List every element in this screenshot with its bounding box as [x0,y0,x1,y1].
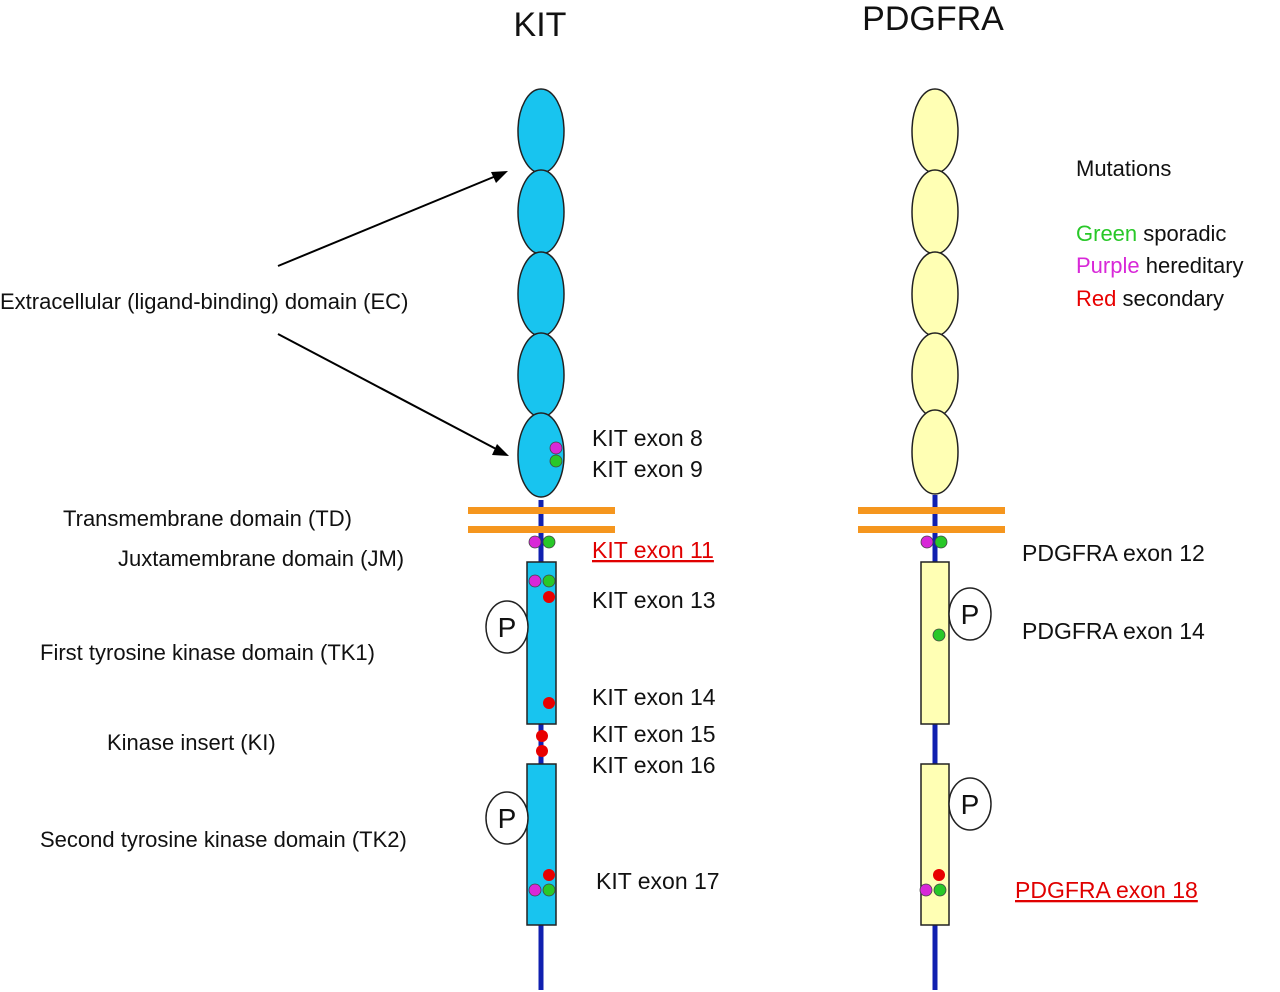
ec-arrows [277,171,509,456]
kit-exon16-label: KIT exon 16 [592,752,716,778]
mutations-legend: Mutations Green sporadic Purple heredita… [1076,156,1244,311]
kit-exon11-sporadic-dot [542,535,556,549]
pdgfra-membrane-upper [858,507,1005,514]
ec-arrow-upper [277,175,497,267]
kit-exon15-label: KIT exon 15 [592,721,716,747]
kit-exon9-sporadic-dot [549,454,563,468]
pdgfra-ec-lobe-3 [911,251,959,337]
legend-color-word: Green [1076,221,1137,246]
ec-arrow-lower-head [492,444,509,456]
ec-arrow-lower [277,333,499,451]
kit-tk1-phospho-circle [485,600,529,654]
kit-tk2-phospho-label: P [498,803,517,834]
kit-exon13-sporadic-dot [542,574,556,588]
pdgfra-ec-lobe-2 [911,169,959,255]
kit-exon8-hereditary-dot [549,441,563,455]
pdgfra-exon14-sporadic-dot [932,628,946,642]
legend-meaning: sporadic [1143,221,1226,246]
pdgfra-ec-lobe-1 [911,88,959,174]
pdgfra-tk1-phospho-label: P [961,599,980,630]
kit-tk1-box [526,561,557,725]
pdgfra-receptor: P P [858,88,1005,990]
legend-color-word: Purple [1076,253,1140,278]
pdgfra-ec-lobe-4 [911,332,959,418]
pdgfra-tk2-phospho-label: P [961,789,980,820]
pdgfra-title: PDGFRA [862,0,1004,38]
kit-exon14-label: KIT exon 14 [592,684,716,710]
pdgfra-exon14-label: PDGFRA exon 14 [1022,618,1205,644]
kit-ec-lobe-5 [517,412,565,498]
kit-exon17-sporadic-dot [542,883,556,897]
kit-exon9-label: KIT exon 9 [592,456,703,482]
legend-color-word: Red [1076,286,1116,311]
tk2-domain-label: Second tyrosine kinase domain (TK2) [40,827,407,852]
kit-ec-lobe-4 [517,332,565,418]
kit-tk2-phospho-circle [485,791,529,845]
tk1-domain-label: First tyrosine kinase domain (TK1) [40,640,375,665]
kit-exon13-label: KIT exon 13 [592,587,716,613]
kit-exon13-secondary-dot [543,591,555,603]
pdgfra-tk1-box [920,561,950,725]
ec-arrow-upper-head [491,171,508,183]
kit-ec-lobe-2 [517,169,565,255]
kit-ec-lobe-3 [517,251,565,337]
pdgfra-exon18-label: PDGFRA exon 18 [1015,877,1198,903]
pdgfra-exon18-hereditary-dot [919,883,933,897]
legend-title: Mutations [1076,156,1171,181]
kit-exon11-label: KIT exon 11 [592,537,714,563]
kit-exon15-secondary-dot [536,730,548,742]
pdgfra-exon18-sporadic-dot [933,883,947,897]
ec-domain-label: Extracellular (ligand-binding) domain (E… [0,289,408,314]
kit-exon17-label: KIT exon 17 [596,868,720,894]
jm-domain-label: Juxtamembrane domain (JM) [118,546,404,571]
pdgfra-exon12-hereditary-dot [920,535,934,549]
legend-item-sporadic: Green sporadic [1076,221,1226,246]
kit-tk2-box [526,763,557,926]
legend-meaning: secondary [1122,286,1224,311]
kit-ec-lobe-1 [517,88,565,174]
kit-exon11-hereditary-dot [528,535,542,549]
legend-item-hereditary: Purple hereditary [1076,253,1244,278]
pdgfra-tk2-box [920,763,950,926]
kit-title: KIT [514,6,567,44]
td-domain-label: Transmembrane domain (TD) [63,506,352,531]
kit-exon16-secondary-dot [536,745,548,757]
kit-membrane-upper [468,507,615,514]
legend-meaning: hereditary [1146,253,1244,278]
pdgfra-ec-lobe-5 [911,409,959,495]
ki-domain-label: Kinase insert (KI) [107,730,276,755]
pdgfra-exon18-secondary-dot [933,869,945,881]
kit-membrane-lower [468,526,615,533]
kit-exon13-hereditary-dot [528,574,542,588]
kit-exon14-secondary-dot [543,697,555,709]
pdgfra-tk1-phospho-circle [948,587,992,641]
kit-exon17-hereditary-dot [528,883,542,897]
pdgfra-exon12-sporadic-dot [934,535,948,549]
legend-item-secondary: Red secondary [1076,286,1224,311]
kit-exon17-secondary-dot [543,869,555,881]
kit-tk1-phospho-label: P [498,612,517,643]
pdgfra-exon12-label: PDGFRA exon 12 [1022,540,1205,566]
kit-exon8-label: KIT exon 8 [592,425,703,451]
pdgfra-membrane-lower [858,526,1005,533]
kit-receptor: P P [468,88,615,990]
pdgfra-tk2-phospho-circle [948,777,992,831]
